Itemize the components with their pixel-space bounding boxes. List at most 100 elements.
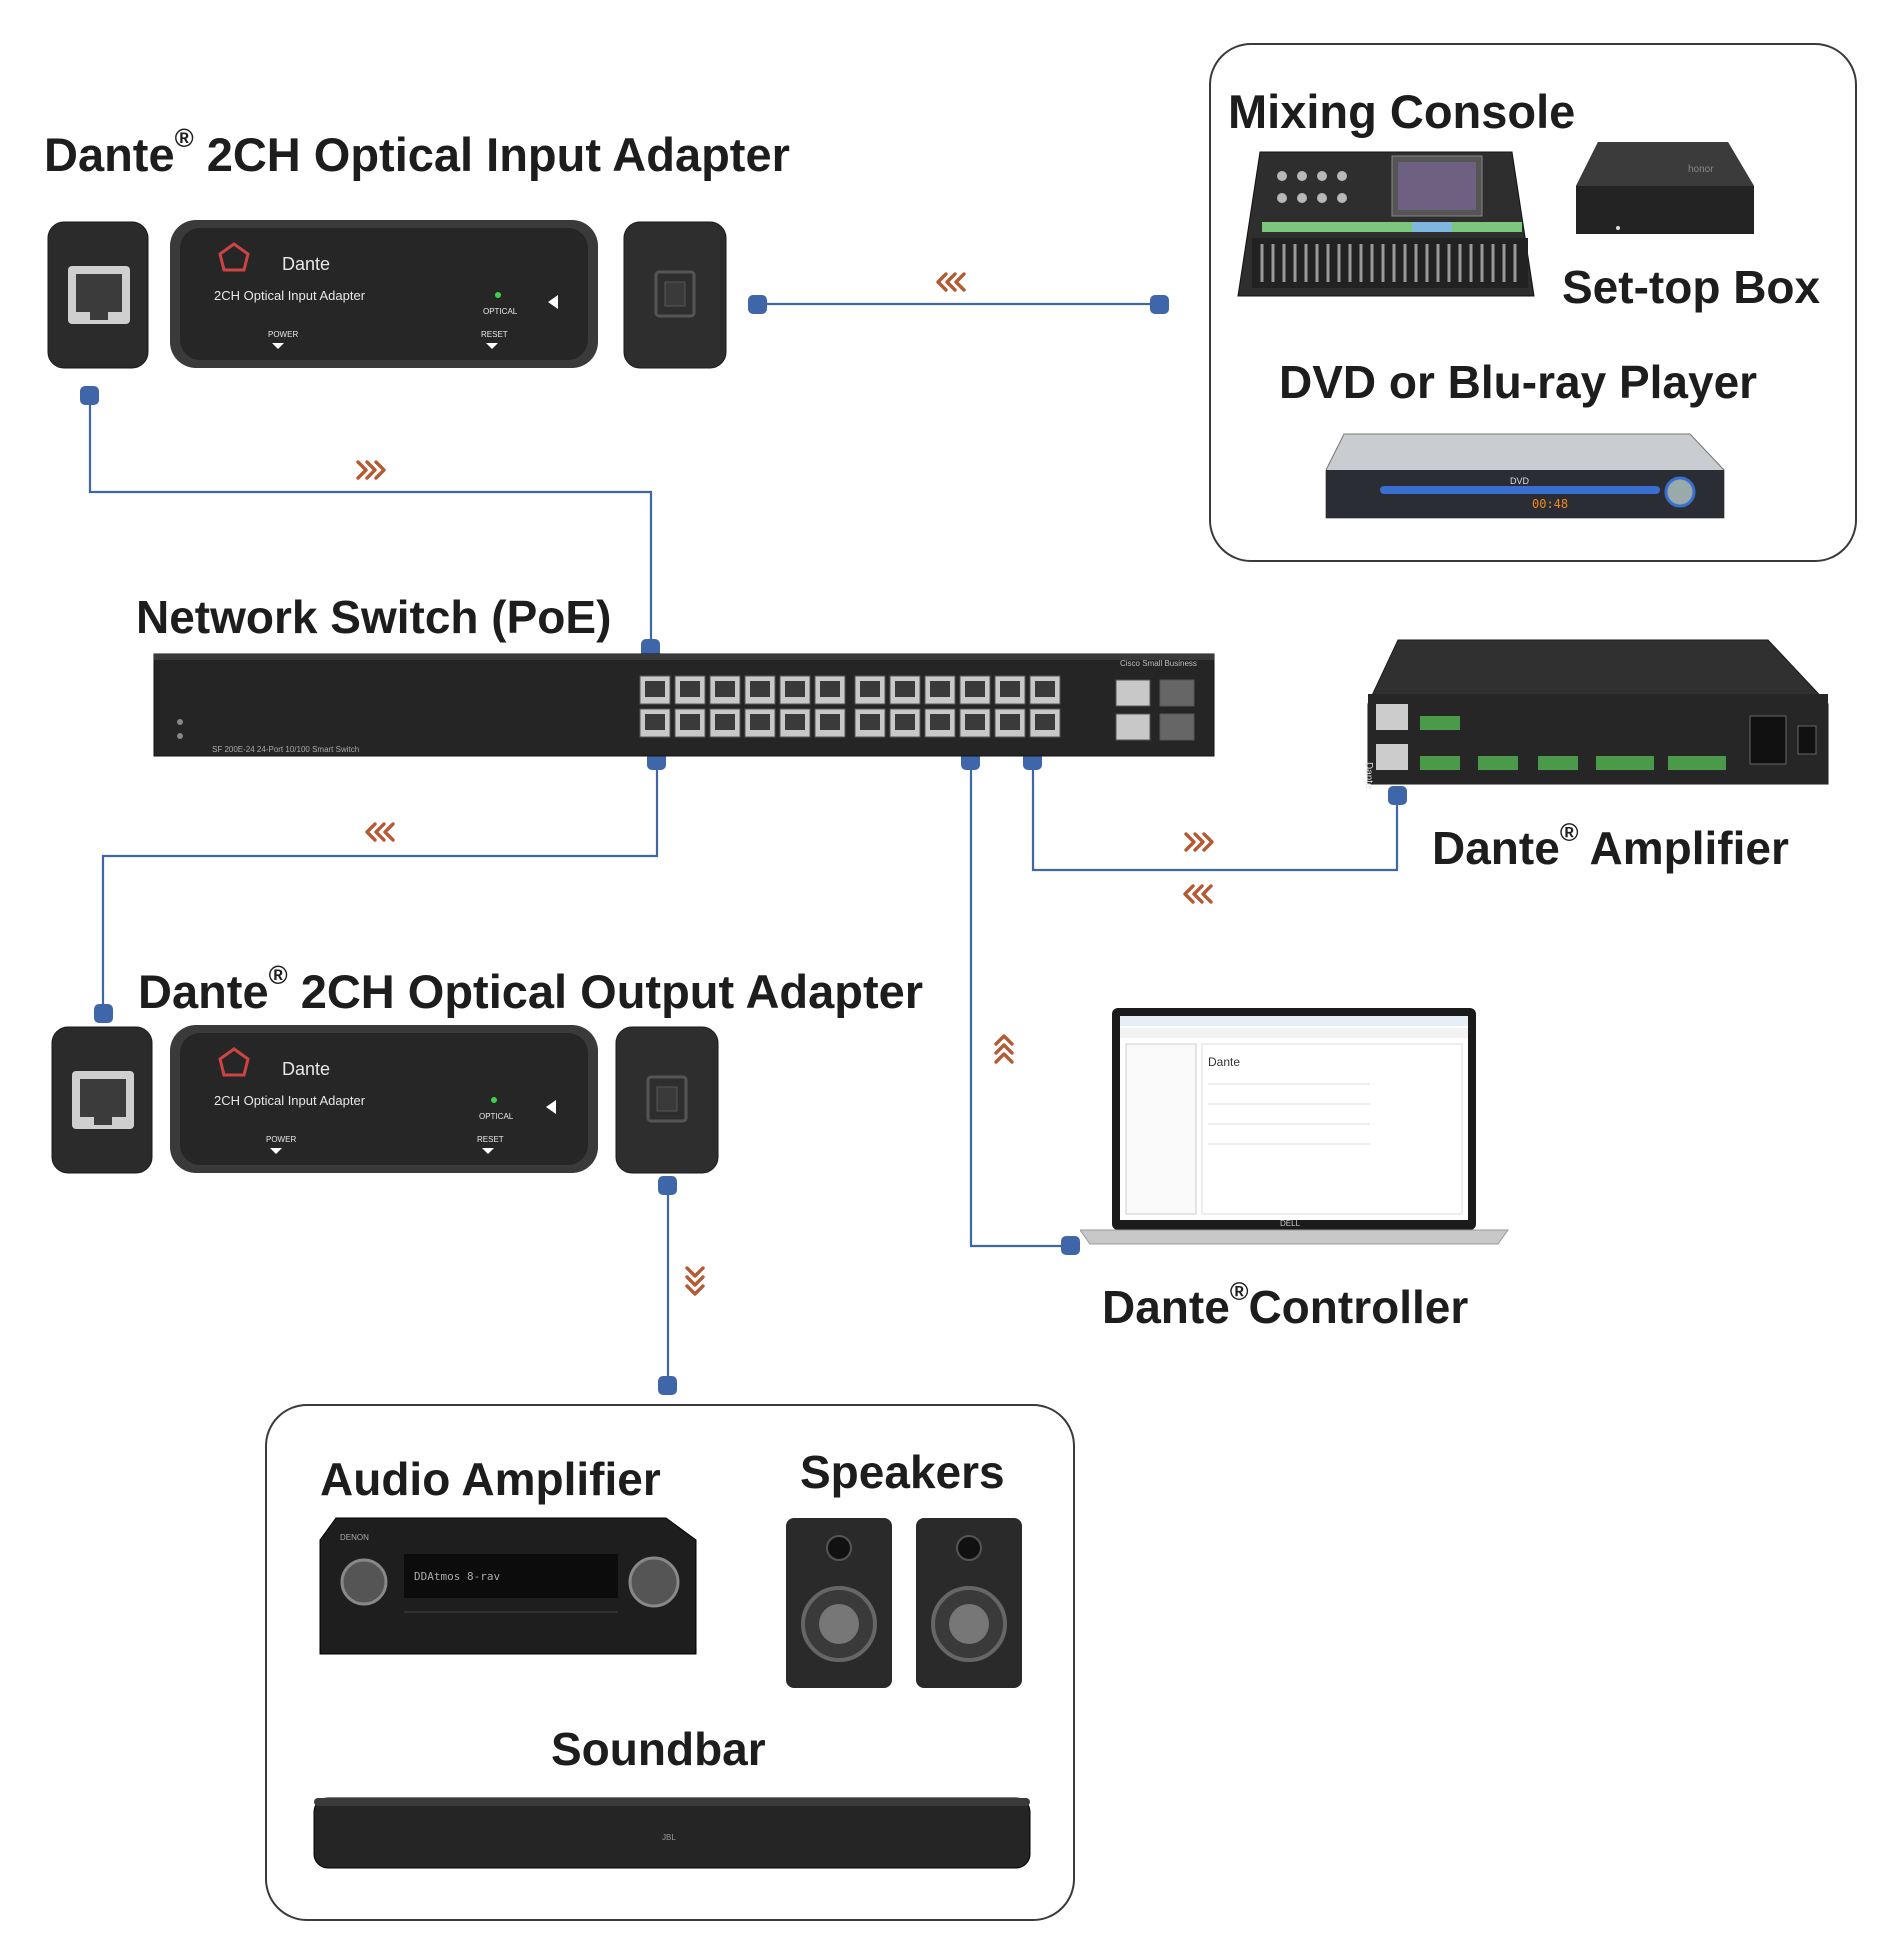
volume-knob: [340, 1558, 388, 1606]
registered-mark: ®: [1559, 819, 1579, 848]
switch-port-socket: [645, 714, 665, 730]
switch-model-text: SF 200E-24 24-Port 10/100 Smart Switch: [212, 745, 359, 754]
optical-port-icon: [654, 270, 696, 318]
dvd-logo-text: DVD: [1510, 476, 1530, 486]
power-inlet: [1749, 715, 1787, 765]
switch-port-socket: [785, 681, 805, 697]
registered-mark: ®: [1229, 1278, 1249, 1307]
speaker-left: [786, 1518, 892, 1688]
audio-amplifier-label: Audio Amplifier: [320, 1453, 661, 1505]
dante-amplifier-device: Dante: [1363, 639, 1829, 789]
switch-port-socket: [1035, 714, 1055, 730]
brand-text: Dante: [138, 965, 269, 1018]
brand-text: Dante: [1102, 1281, 1230, 1333]
controller-laptop-device: Dante DELL: [1080, 1008, 1509, 1245]
amplifier-brand-text: Dante: [1363, 762, 1374, 789]
switch-port-socket: [680, 714, 700, 730]
switch-port-socket: [680, 681, 700, 697]
network-switch-device: SF 200E-24 24-Port 10/100 Smart Switch C…: [153, 653, 1215, 757]
switch-port-socket: [860, 714, 880, 730]
wire-switch-to-amplifier: [1031, 760, 1399, 872]
mixing-console-device: [1237, 151, 1535, 297]
wire-switch-to-controller: [969, 760, 1071, 1248]
status-led: [491, 1097, 497, 1103]
output-adapter-title: Dante® 2CH Optical Output Adapter: [138, 963, 924, 1018]
optical-text: OPTICAL: [479, 1112, 514, 1121]
flow-arrow-icon: [994, 1034, 1014, 1064]
mixing-console-label: Mixing Console: [1228, 85, 1576, 138]
switch-port-socket: [965, 681, 985, 697]
switch-port-socket: [930, 681, 950, 697]
dvd-player-device: DVD 00:48: [1325, 433, 1725, 519]
optical-text: OPTICAL: [483, 307, 518, 316]
switch-port: [1115, 679, 1151, 707]
power-switch: [1797, 725, 1817, 755]
set-top-box-label: Set-top Box: [1562, 261, 1821, 313]
soundbar-logo-text: JBL: [662, 1833, 676, 1842]
connection-node-icon: [748, 295, 767, 314]
connection-node-icon: [80, 386, 99, 405]
connection-node-icon: [1388, 786, 1407, 805]
connection-node-icon: [658, 1176, 677, 1195]
power-text: POWER: [266, 1135, 296, 1144]
status-led: [495, 292, 501, 298]
network-switch-title: Network Switch (PoE): [136, 591, 612, 643]
input-adapter-device: Dante 2CH Optical Input Adapter OPTICAL …: [47, 220, 727, 369]
flow-arrow-icon: [685, 1266, 705, 1296]
switch-brand-text: Cisco Small Business: [1120, 659, 1197, 668]
switch-port-socket: [820, 714, 840, 730]
switch-port-socket: [930, 714, 950, 730]
output-adapter-device: Dante 2CH Optical Input Adapter OPTICAL …: [51, 1025, 719, 1174]
power-text: POWER: [268, 330, 298, 339]
connection-node-icon: [641, 639, 660, 658]
switch-ports: [639, 675, 1195, 741]
switch-port-socket: [860, 681, 880, 697]
adapter-brand-text: Dante: [282, 1059, 330, 1079]
switch-port-socket: [895, 714, 915, 730]
switch-port-socket: [1000, 714, 1020, 730]
title-text: Amplifier: [1578, 822, 1789, 874]
sfp-slot: [1159, 679, 1195, 707]
title-text: 2CH Optical Input Adapter: [193, 128, 790, 181]
switch-port-socket: [785, 714, 805, 730]
dvd-display-text: 00:48: [1532, 497, 1568, 511]
adapter-model-text: 2CH Optical Input Adapter: [214, 288, 366, 303]
soundbar-label: Soundbar: [551, 1723, 766, 1775]
flow-arrow-icon: [356, 460, 386, 480]
title-text: Controller: [1248, 1281, 1469, 1333]
optical-port-icon: [646, 1075, 688, 1123]
switch-port-socket: [715, 681, 735, 697]
player-label: DVD or Blu-ray Player: [1279, 356, 1758, 408]
connection-node-icon: [658, 1376, 677, 1395]
registered-mark: ®: [174, 125, 194, 154]
adapter-model-text: 2CH Optical Input Adapter: [214, 1093, 366, 1108]
flow-arrow-icon: [1183, 884, 1213, 904]
amplifier-title: Dante® Amplifier: [1432, 821, 1789, 874]
switch-port-socket: [965, 714, 985, 730]
receiver-brand-text: DENON: [340, 1533, 369, 1542]
switch-port-socket: [750, 681, 770, 697]
ethernet-port-icon: [72, 1071, 134, 1129]
switch-port-socket: [750, 714, 770, 730]
ethernet-port-icon: [1376, 704, 1408, 730]
speakers-label: Speakers: [800, 1446, 1005, 1498]
app-logo-text: Dante: [1208, 1055, 1240, 1069]
flow-arrow-icon: [1184, 832, 1214, 852]
speaker-right: [916, 1518, 1022, 1688]
receiver-display-text: DDAtmos 8-rav: [414, 1570, 500, 1583]
audio-receiver-device: DENON DDAtmos 8-rav: [319, 1517, 697, 1655]
wire-input-adapter-to-switch: [88, 396, 653, 648]
sfp-slot: [1159, 713, 1195, 741]
reset-text: RESET: [477, 1135, 504, 1144]
input-knob: [628, 1556, 680, 1608]
connection-node-icon: [1150, 295, 1169, 314]
switch-port-socket: [715, 714, 735, 730]
switch-port-socket: [820, 681, 840, 697]
switch-port: [1115, 713, 1151, 741]
title-text: 2CH Optical Output Adapter: [287, 965, 924, 1018]
switch-port-socket: [645, 681, 665, 697]
switch-port-socket: [895, 681, 915, 697]
ethernet-port-icon: [1376, 744, 1408, 770]
